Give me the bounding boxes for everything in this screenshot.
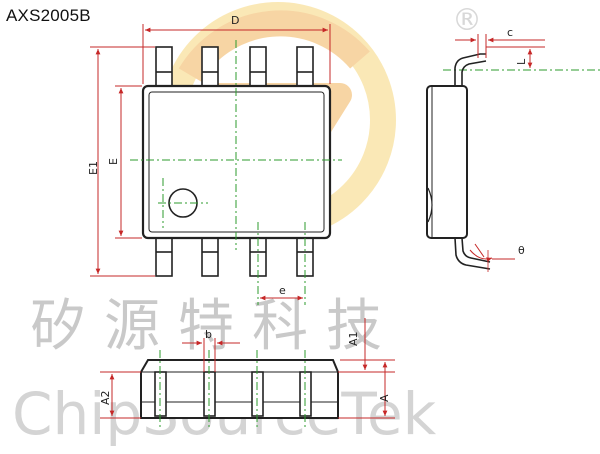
top-view-dimensions xyxy=(90,24,331,301)
upper-pin-2 xyxy=(201,46,219,88)
dim-label-A2: A2 xyxy=(99,390,112,405)
dim-label-E1: E1 xyxy=(87,161,100,175)
upper-pin-3 xyxy=(249,46,267,88)
side-view xyxy=(426,53,491,270)
dim-label-theta: θ xyxy=(518,244,525,257)
side-body xyxy=(426,85,468,239)
dim-label-e: e xyxy=(279,284,286,297)
upper-pin-1 xyxy=(155,46,173,88)
centerlines xyxy=(130,40,600,305)
dim-label-L: L xyxy=(515,58,528,65)
dim-label-A1: A1 xyxy=(347,331,360,346)
front-view-dimensions xyxy=(100,318,395,419)
dim-label-A: A xyxy=(378,394,391,402)
watermark-chinese: 矽源特科技 xyxy=(30,294,400,359)
top-view xyxy=(141,46,332,277)
dim-label-E: E xyxy=(107,158,120,165)
upper-pin-4 xyxy=(296,46,314,88)
dim-label-b: b xyxy=(205,328,212,341)
front-centerlines xyxy=(159,350,306,430)
registered-mark: ® xyxy=(452,3,482,38)
lower-pin-2 xyxy=(201,235,219,277)
front-view xyxy=(140,359,339,419)
lower-pin-1 xyxy=(155,235,173,277)
dim-label-D: D xyxy=(231,14,239,27)
part-number-label: AXS2005B xyxy=(6,6,91,25)
side-view-dimensions xyxy=(455,34,545,272)
dim-label-c: c xyxy=(507,26,513,39)
